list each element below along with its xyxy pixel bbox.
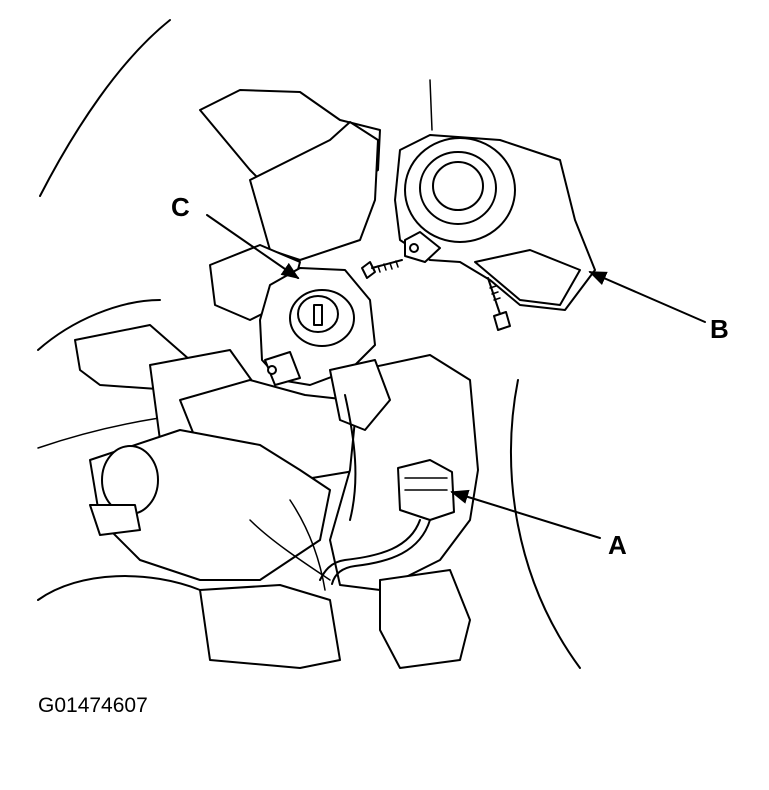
part-c-switch (259, 267, 391, 431)
figure-id: G01474607 (38, 694, 148, 717)
part-b-unit (394, 134, 596, 311)
callout-label-b: B (710, 314, 729, 344)
screw-left (361, 259, 403, 279)
part-a-connector (319, 394, 455, 585)
leader-c (206, 214, 300, 280)
callout-label-c: C (171, 192, 190, 222)
steering-wheel-outline (37, 19, 581, 669)
screw-lower (487, 277, 511, 331)
leader-a (450, 489, 601, 539)
leader-b (588, 271, 706, 323)
callout-label-a: A (608, 530, 627, 560)
